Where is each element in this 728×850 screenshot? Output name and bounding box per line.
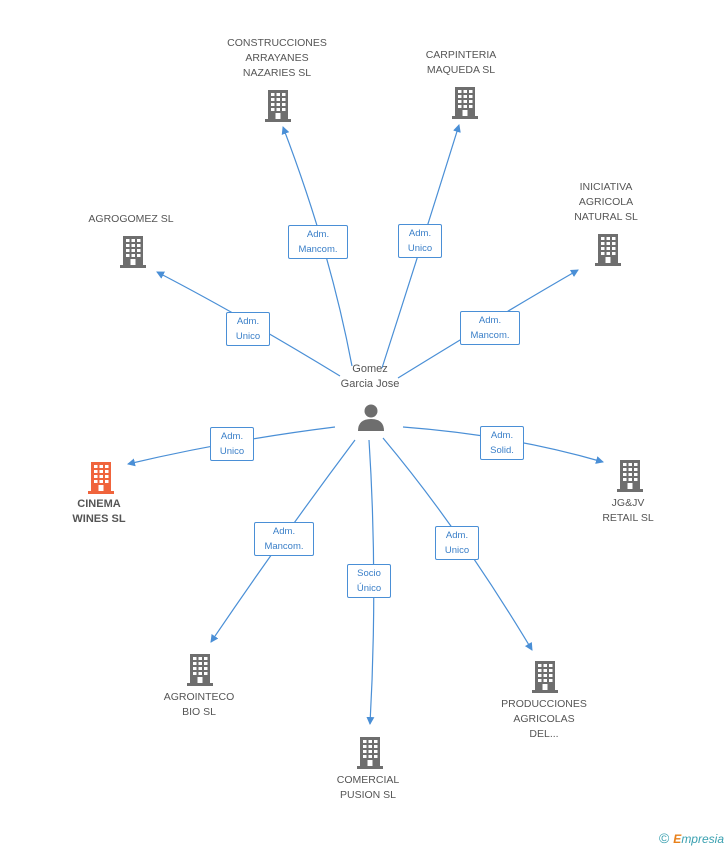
company-label: JG&JV RETAIL SL [602, 497, 654, 524]
building-icon[interactable] [355, 735, 385, 769]
copyright-symbol: © [658, 830, 670, 846]
relation-label[interactable]: Adm. Mancom. [460, 311, 520, 345]
building-icon[interactable] [185, 652, 215, 686]
relation-label[interactable]: Adm. Mancom. [288, 225, 348, 259]
company-node-comercial[interactable]: COMERCIAL PUSION SL [303, 773, 433, 803]
company-node-construcciones[interactable]: CONSTRUCCIONES ARRAYANES NAZARIES SL [212, 36, 342, 81]
company-label: PRODUCCIONES AGRICOLAS DEL... [501, 698, 587, 740]
company-label: AGROGOMEZ SL [88, 213, 174, 225]
brand-name: mpresia [681, 832, 724, 846]
company-node-agrogomez[interactable]: AGROGOMEZ SL [66, 212, 196, 227]
relation-label[interactable]: Adm. Mancom. [254, 522, 314, 556]
relation-label[interactable]: Socio Único [347, 564, 391, 598]
building-icon[interactable] [615, 458, 645, 492]
relation-label[interactable]: Adm. Unico [226, 312, 270, 346]
person-icon[interactable] [356, 402, 386, 432]
company-label: INICIATIVA AGRICOLA NATURAL SL [574, 181, 638, 223]
company-node-producciones[interactable]: PRODUCCIONES AGRICOLAS DEL... [479, 697, 609, 742]
brand-initial: E [673, 832, 682, 846]
person-name[interactable]: Gomez Garcia Jose [340, 363, 400, 390]
relation-label[interactable]: Adm. Unico [210, 427, 254, 461]
building-icon[interactable] [530, 659, 560, 693]
empresia-footer: ©Empresia [659, 830, 724, 846]
company-node-iniciativa[interactable]: INICIATIVA AGRICOLA NATURAL SL [541, 180, 671, 225]
building-icon[interactable] [593, 232, 623, 266]
company-label: CARPINTERIA MAQUEDA SL [425, 49, 497, 76]
relation-label[interactable]: Adm. Unico [435, 526, 479, 560]
company-node-carpinteria[interactable]: CARPINTERIA MAQUEDA SL [396, 48, 526, 78]
building-icon[interactable] [118, 234, 148, 268]
building-icon[interactable] [450, 85, 480, 119]
company-label: CONSTRUCCIONES ARRAYANES NAZARIES SL [227, 37, 327, 79]
relation-label[interactable]: Adm. Solid. [480, 426, 524, 460]
company-label: COMERCIAL PUSION SL [336, 774, 400, 801]
company-label: AGROINTECO BIO SL [163, 691, 235, 718]
building-icon[interactable] [263, 88, 293, 122]
company-node-cinema[interactable]: CINEMA WINES SL [34, 497, 164, 527]
relation-label[interactable]: Adm. Unico [398, 224, 442, 258]
building-icon-active[interactable] [86, 460, 116, 494]
company-node-agrointeco[interactable]: AGROINTECO BIO SL [134, 690, 264, 720]
company-label: CINEMA WINES SL [72, 498, 126, 525]
company-node-jgjv[interactable]: JG&JV RETAIL SL [563, 496, 693, 526]
